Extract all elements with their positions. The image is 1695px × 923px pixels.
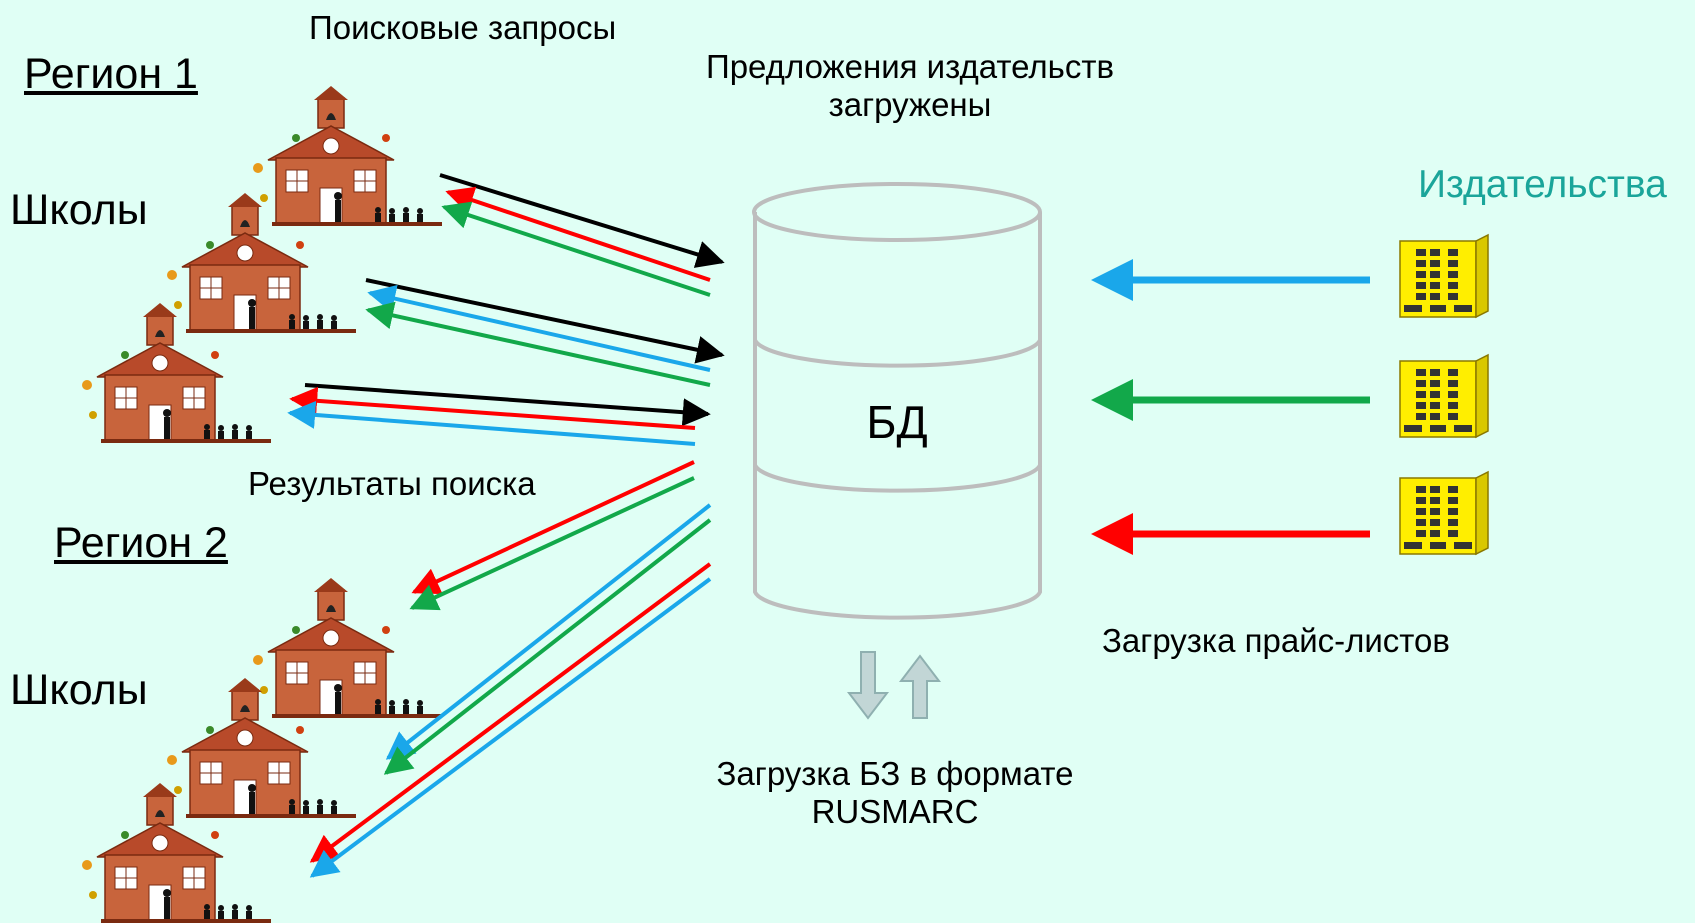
schools1-label: Школы — [10, 186, 148, 234]
publisher-arrows — [1091, 259, 1370, 555]
database-cylinder-icon — [752, 182, 1042, 620]
region1-arrows — [287, 173, 725, 446]
bz-upload-label: Загрузка БЗ в формате RUSMARC — [680, 755, 1110, 831]
publisher-offers-line1: Предложения издательств — [705, 48, 1114, 85]
publisher-icon-2 — [1399, 354, 1489, 438]
search-results-label: Результаты поиска — [248, 465, 536, 502]
up-down-arrows-icon — [846, 651, 942, 720]
region2-title: Регион 2 — [54, 519, 228, 567]
bz-upload-line1: Загрузка БЗ в формате — [716, 755, 1074, 792]
bz-upload-line2: RUSMARC — [811, 792, 979, 830]
publisher-offers-line2: загружены — [828, 85, 992, 123]
search-queries-label: Поисковые запросы — [309, 9, 617, 46]
publishers-title: Издательства — [1418, 163, 1667, 206]
publisher-icon-1 — [1399, 234, 1489, 318]
schools2-label: Школы — [10, 666, 148, 714]
price-list-upload-label: Загрузка прайс-листов — [1102, 622, 1450, 659]
school-icon-r2-a — [252, 577, 443, 719]
region2-arrows — [309, 460, 712, 878]
database-label: БД — [866, 396, 928, 448]
school-icon-r1-a — [252, 85, 443, 227]
publisher-offers-label: Предложения издательств загружены — [660, 48, 1160, 124]
region1-title: Регион 1 — [24, 50, 198, 98]
publisher-icon-3 — [1399, 471, 1489, 555]
